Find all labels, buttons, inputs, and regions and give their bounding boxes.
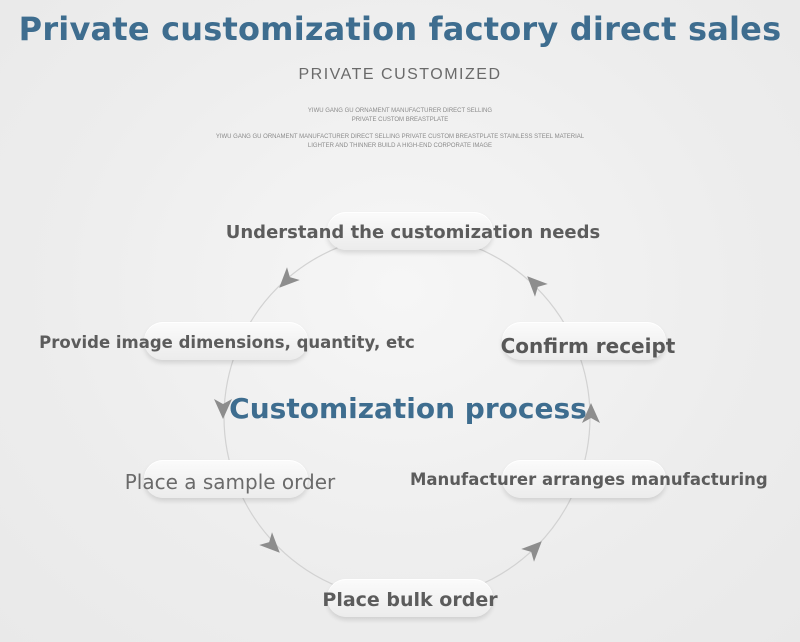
step-label-confirm-receipt: Confirm receipt	[500, 334, 676, 358]
page-title: Private customization factory direct sal…	[18, 10, 782, 48]
arrow-icon	[582, 403, 600, 423]
step-pill-provide	[144, 322, 308, 360]
arrow-icon	[521, 541, 542, 562]
step-label-understand-needs: Understand the customization needs	[225, 222, 601, 243]
step-pill-manufacturing	[502, 460, 666, 498]
arrow-icon	[279, 267, 300, 288]
fine-print-line-3: YIWU GANG GU ORNAMENT MANUFACTURER DIREC…	[215, 134, 585, 140]
step-pill-bulk	[327, 579, 493, 617]
page-subtitle: PRIVATE CUSTOMIZED	[298, 66, 502, 83]
step-label-provide-dimensions: Provide image dimensions, quantity, etc	[39, 333, 415, 352]
fine-print-line-4: LIGHTER AND THINNER BUILD A HIGH-END COR…	[307, 143, 493, 149]
fine-print-line-2: PRIVATE CUSTOM BREASTPLATE	[351, 117, 449, 123]
process-title: Customization process	[229, 392, 587, 425]
arrow-icon	[214, 399, 232, 419]
step-pill-understand	[327, 212, 493, 250]
step-pill-confirm	[502, 322, 666, 360]
arrow-icon	[527, 276, 548, 297]
step-label-sample-order: Place a sample order	[124, 470, 336, 494]
step-pill-sample	[144, 460, 308, 498]
step-label-bulk-order: Place bulk order	[322, 589, 498, 611]
fine-print-line-1: YIWU GANG GU ORNAMENT MANUFACTURER DIREC…	[307, 108, 493, 114]
step-label-manufacturing: Manufacturer arranges manufacturing	[410, 470, 768, 489]
arrow-icon	[259, 532, 280, 553]
